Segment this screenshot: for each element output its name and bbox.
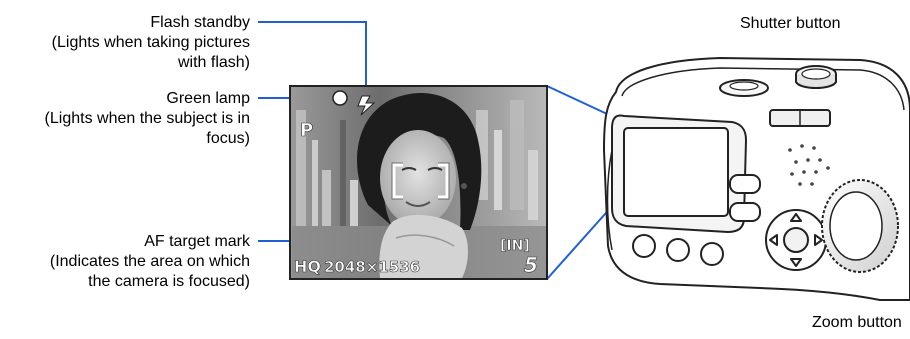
shutter-button-label: Shutter button (740, 15, 841, 32)
flash-leader-line (258, 21, 367, 92)
camera-side-button-bottom (729, 202, 761, 222)
af-target-desc-2: the camera is focused) (88, 273, 250, 290)
camera-bottom-button-3 (700, 242, 724, 266)
lcd-subject-hand (379, 214, 468, 278)
green-lamp-desc-1: (Lights when the subject is in (44, 110, 250, 127)
flash-standby-desc-2: with flash) (177, 54, 250, 71)
green-lamp-desc-2: focus) (206, 130, 250, 147)
flash-standby-label: Flash standby (Lights when taking pictur… (52, 13, 250, 73)
green-lamp-title: Green lamp (166, 90, 250, 107)
zoom-button-label: Zoom button (812, 314, 902, 331)
lcd-resolution-indicator: 2048×1536 (324, 258, 420, 276)
lcd-mode-indicator: P (300, 120, 313, 141)
lcd-subject-face (380, 130, 456, 226)
camera-bottom-button-1 (632, 234, 656, 258)
green-lamp-circle-icon (332, 90, 348, 106)
lcd-preview: P HQ 2048×1536 [IN] 5 (289, 85, 548, 280)
flash-standby-desc-1: (Lights when taking pictures (51, 34, 250, 51)
lcd-memory-indicator: [IN] (500, 238, 530, 254)
af-target-desc-1: (Indicates the area on which (49, 253, 250, 270)
directional-pad-center (783, 227, 809, 253)
af-target-brackets (392, 163, 449, 199)
af-target-title: AF target mark (144, 233, 250, 250)
camera-side-button-top (729, 174, 761, 194)
lcd-subject-hair (357, 93, 482, 230)
lcd-quality-indicator: HQ (294, 257, 321, 276)
lcd-shots-remaining: 5 (524, 253, 538, 277)
green-lamp-label: Green lamp (Lights when the subject is i… (45, 89, 250, 149)
flash-standby-title: Flash standby (150, 14, 250, 31)
camera-lcd-screen (623, 127, 729, 217)
speaker-grille (788, 144, 830, 186)
af-target-label: AF target mark (Indicates the area on wh… (50, 232, 250, 292)
flash-bolt-icon (357, 95, 376, 116)
camera-bottom-button-2 (666, 238, 690, 262)
camera-body-drawing (603, 57, 910, 301)
